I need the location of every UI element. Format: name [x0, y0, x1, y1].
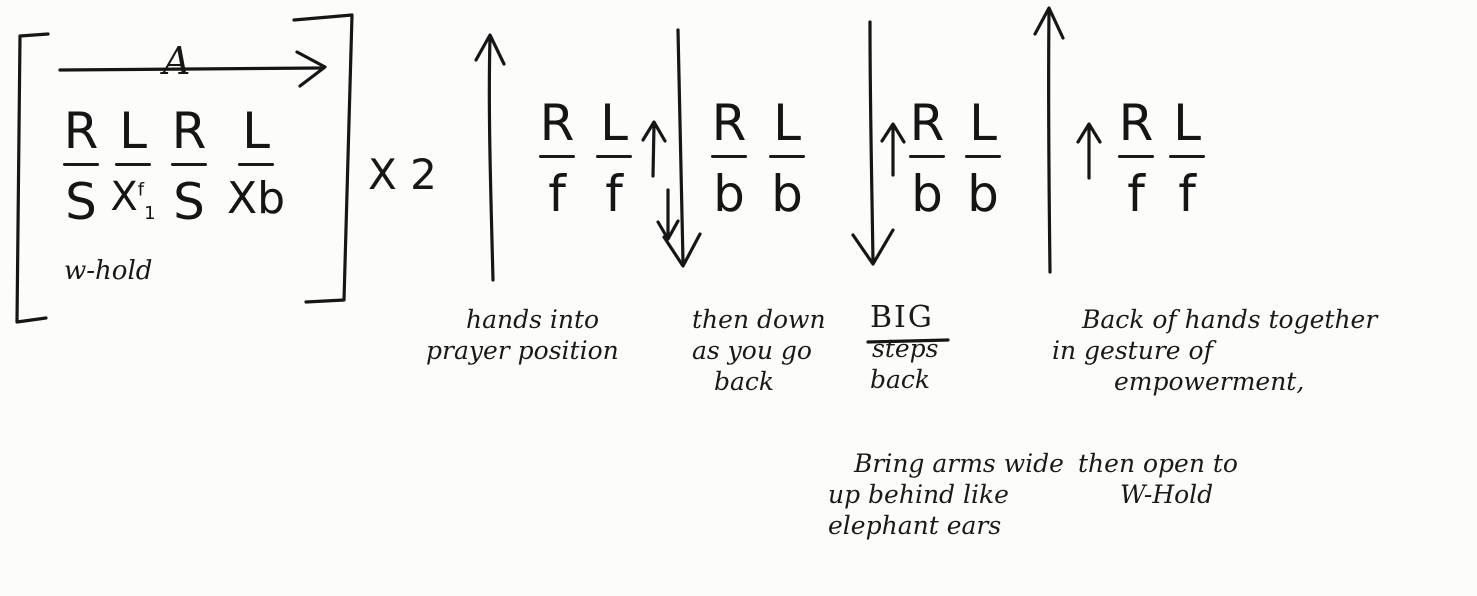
intro-step-2-bar: [115, 163, 151, 166]
sequence-step-6: L b: [954, 98, 1012, 219]
intro-step-1-bar: [63, 163, 99, 166]
section-arrow: [58, 66, 324, 72]
mini-up-arrow-3: [1076, 122, 1102, 180]
bring-note-line-3: elephant ears: [828, 511, 1002, 540]
intro-step-4-foot: L: [242, 102, 270, 160]
sequence-step-5-bar: [909, 155, 945, 158]
up-arrow-4: [1046, 10, 1052, 274]
down-note-line-1: then down: [692, 305, 826, 334]
down-arrow-3-head: [851, 228, 895, 266]
right-bracket: [292, 13, 354, 304]
sequence-step-7-bar: [1118, 155, 1154, 158]
intro-step-2-move: Xf1: [104, 177, 162, 223]
sequence-step-2-move: f: [605, 165, 623, 223]
sequence-step-4-bar: [769, 155, 805, 158]
sequence-step-1-move: f: [548, 165, 566, 223]
sequence-step-4-foot: L: [773, 94, 801, 152]
intro-step-3-move: S: [173, 173, 205, 231]
left-bracket: [15, 32, 50, 324]
sequence-step-1-bar: [539, 155, 575, 158]
intro-step-3-foot: R: [171, 102, 207, 160]
back-note-line-2: in gesture of: [1052, 336, 1213, 365]
sequence-step-6-foot: L: [969, 94, 997, 152]
down-arrow-3: [868, 20, 875, 264]
open-to-hold-note: then open to W-Hold: [1078, 448, 1238, 510]
big-note-line-2: steps: [872, 334, 939, 363]
sequence-step-6-bar: [965, 155, 1001, 158]
intro-step-2-move-mark: f: [137, 179, 145, 201]
bring-note-line-2: up behind like: [828, 480, 1009, 509]
mini-up-arrow-1: [641, 120, 667, 178]
big-note-line-3: back: [870, 365, 931, 394]
sequence-step-2-bar: [596, 155, 632, 158]
sequence-step-3-move: b: [713, 165, 745, 223]
sequence-step-3: R b: [700, 98, 758, 219]
big-note-line-1: BIG: [870, 300, 934, 335]
sequence-step-2: L f: [585, 98, 643, 219]
sequence-step-1-foot: R: [539, 94, 575, 152]
sequence-step-3-bar: [711, 155, 747, 158]
sequence-step-7-foot: R: [1118, 94, 1154, 152]
big-steps-note: BIG steps back: [870, 302, 939, 395]
sequence-step-3-foot: R: [711, 94, 747, 152]
intro-step-1: R S: [52, 106, 110, 227]
hold-label: w-hold: [64, 256, 153, 286]
elephant-ears-note: Bring arms wide up behind like elephant …: [828, 448, 1064, 541]
intro-step-4-bar: [238, 163, 274, 166]
empowerment-note: Back of hands together in gesture of emp…: [1052, 304, 1377, 397]
down-note-line-3: back: [714, 367, 775, 396]
down-note: then down as you go back: [692, 304, 826, 397]
intro-step-2-move-sub: 1: [144, 203, 156, 224]
section-arrow-head: [295, 50, 327, 88]
sequence-step-8-move: f: [1178, 165, 1196, 223]
intro-step-2-foot: L: [119, 102, 147, 160]
intro-step-1-move: S: [65, 173, 97, 231]
down-arrow-2-head: [662, 232, 702, 268]
down-note-line-2: as you go: [692, 336, 812, 365]
sequence-step-4-move: b: [771, 165, 803, 223]
prayer-note-line-2: prayer position: [426, 336, 619, 365]
open-note-line-2: W-Hold: [1120, 480, 1214, 509]
bring-note-line-1: Bring arms wide: [854, 449, 1064, 478]
up-arrow-1: [487, 36, 495, 282]
intro-step-2: L Xf1: [104, 106, 162, 223]
back-note-line-1: Back of hands together: [1082, 305, 1378, 334]
intro-step-3: R S: [160, 106, 218, 227]
sequence-step-4: L b: [758, 98, 816, 219]
prayer-note: hands into prayer position: [426, 304, 619, 366]
big-underline: [866, 338, 950, 344]
sequence-step-8: L f: [1158, 98, 1216, 219]
sequence-step-1: R f: [528, 98, 586, 219]
repeat-marker: X 2: [368, 150, 437, 199]
mini-up-arrow-2: [880, 122, 906, 177]
up-arrow-4-head: [1033, 6, 1065, 40]
back-note-line-3: empowerment,: [1114, 367, 1305, 396]
sequence-step-6-move: b: [967, 165, 999, 223]
intro-step-4: L Xb: [218, 106, 294, 221]
sequence-step-8-bar: [1169, 155, 1205, 158]
section-letter-a: A: [163, 39, 191, 83]
prayer-note-line-1: hands into: [466, 305, 600, 334]
sequence-step-5-foot: R: [909, 94, 945, 152]
up-arrow-1-head: [474, 33, 506, 66]
sequence-step-2-foot: L: [600, 94, 628, 152]
intro-step-3-bar: [171, 163, 207, 166]
intro-step-2-move-letter: X: [110, 174, 138, 220]
sequence-step-5: R b: [898, 98, 956, 219]
intro-step-1-foot: R: [63, 102, 99, 160]
sequence-step-7: R f: [1107, 98, 1165, 219]
down-arrow-2: [676, 28, 685, 264]
mini-down-arrow: [656, 188, 680, 241]
sequence-step-5-move: b: [911, 165, 943, 223]
open-note-line-1: then open to: [1078, 449, 1238, 478]
intro-step-4-move: Xb: [226, 173, 286, 224]
sequence-step-7-move: f: [1127, 165, 1145, 223]
sequence-step-8-foot: L: [1173, 94, 1201, 152]
